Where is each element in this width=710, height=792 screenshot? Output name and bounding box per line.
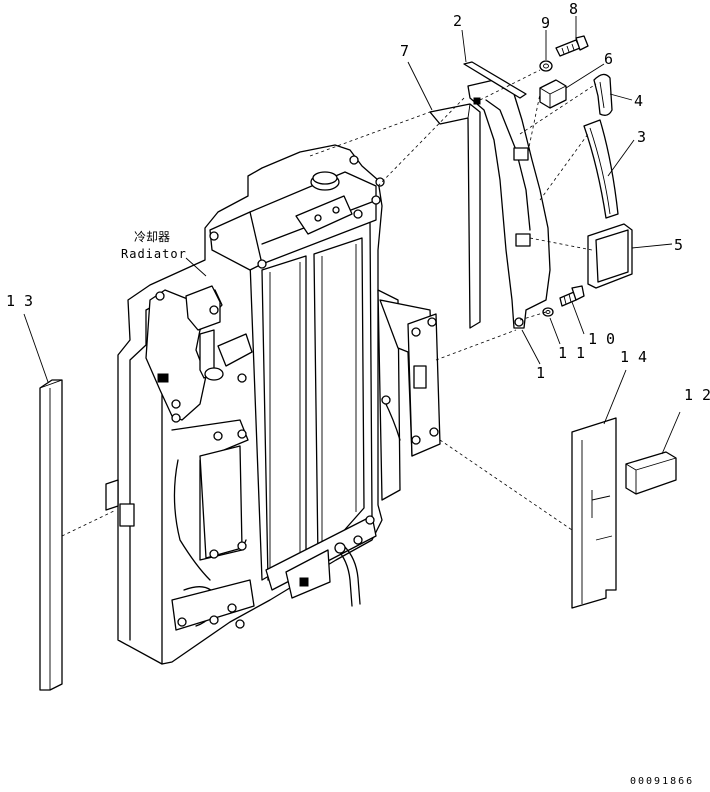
label-part-8: 8 <box>569 0 578 18</box>
right-bracket <box>379 299 441 457</box>
part-3-curved-strip <box>583 119 619 219</box>
assembly-lines <box>61 69 597 537</box>
radiator-callout: 冷却器 Radiator <box>121 230 187 261</box>
part-11-washer <box>542 307 554 317</box>
label-part-2: 2 <box>453 12 462 30</box>
drawing-code: 00091866 <box>630 776 694 787</box>
part-7-strip <box>429 103 481 329</box>
part-12-block <box>625 451 677 495</box>
part-5-pad <box>587 223 633 289</box>
leader-lines <box>23 16 681 455</box>
label-part-12: 1 2 <box>684 386 710 404</box>
label-part-6: 6 <box>604 50 613 68</box>
radiator-label-english: Radiator <box>121 247 187 261</box>
label-part-13: 1 3 <box>6 292 33 310</box>
label-part-3: 3 <box>637 128 646 146</box>
label-part-14: 1 4 <box>620 348 647 366</box>
part-13-seal-strip <box>39 379 63 691</box>
part-number-labels: 1 2 3 4 5 6 7 8 9 1 0 1 1 1 2 1 3 1 4 <box>6 0 710 404</box>
part-2-rod <box>463 61 527 99</box>
radiator-label-japanese: 冷却器 <box>134 230 170 244</box>
part-8-bolt <box>555 35 589 57</box>
label-part-11: 1 1 <box>558 344 585 362</box>
label-part-4: 4 <box>634 92 643 110</box>
label-part-10: 1 0 <box>588 330 615 348</box>
label-part-1: 1 <box>536 364 545 382</box>
part-14-panel <box>571 417 617 609</box>
part-4-clip <box>593 73 613 116</box>
label-part-7: 7 <box>400 42 409 60</box>
part-1-cover-plate <box>467 79 551 329</box>
radiator-assembly <box>105 144 401 665</box>
part-6-block <box>539 79 567 109</box>
label-part-9: 9 <box>541 14 550 32</box>
part-9-washer <box>539 60 553 72</box>
part-10-bolt <box>559 285 585 307</box>
label-part-5: 5 <box>674 236 683 254</box>
